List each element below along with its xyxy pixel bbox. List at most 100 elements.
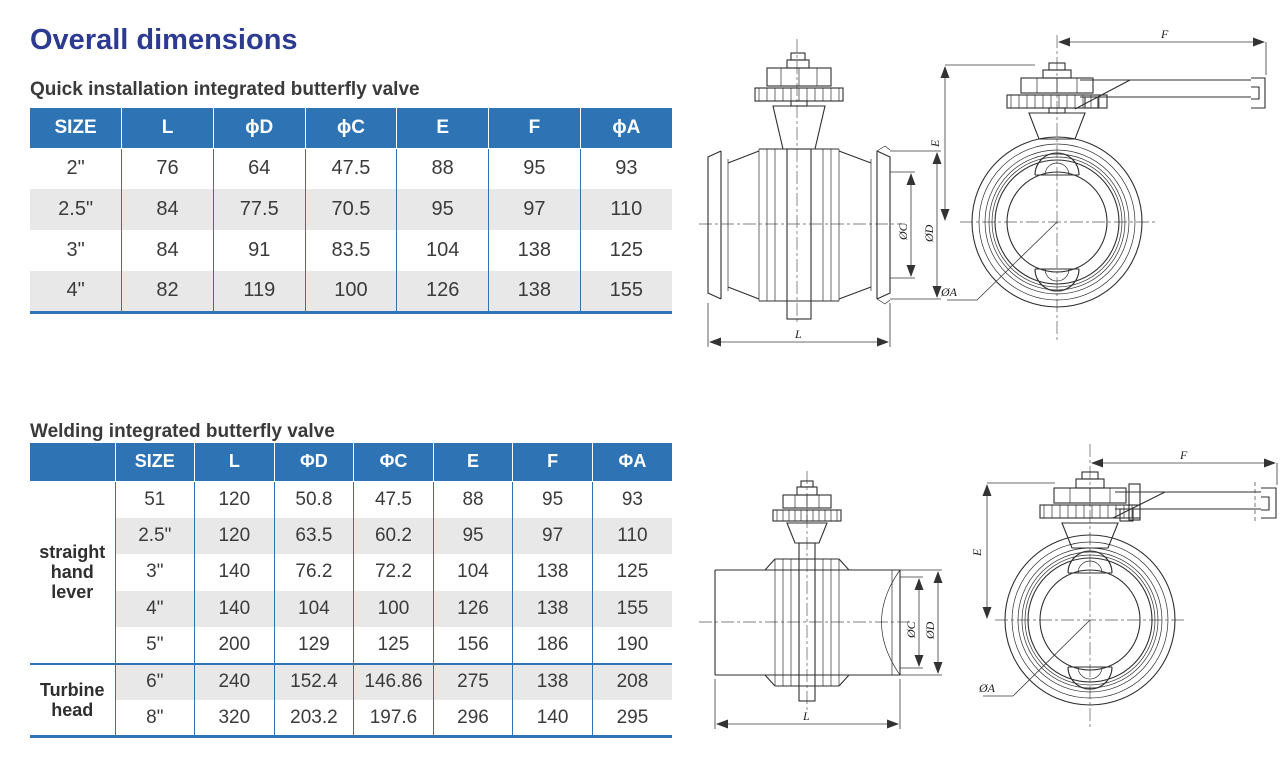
table-cell: 88 (396, 148, 489, 189)
column-header: L (194, 443, 275, 482)
welded-pipe (714, 569, 901, 676)
table-cell: 47.5 (353, 481, 434, 518)
dimension-phiD: ØD (900, 569, 943, 676)
welding-valve-front-view-drawing: F E ØA (970, 444, 1278, 727)
table-cell: 95 (488, 148, 581, 189)
table-cell: 156 (432, 627, 513, 664)
table-cell: 320 (194, 700, 275, 737)
table-cell: 140 (512, 700, 593, 737)
valve-actuator (1006, 62, 1108, 140)
table-cell: 208 (591, 662, 672, 700)
dim-label-L: L (794, 327, 802, 341)
quick-valve-front-view-drawing: F E ØA (928, 27, 1267, 340)
column-header (30, 443, 115, 482)
column-header: ΦA (591, 443, 672, 482)
table-cell: 146.86 (353, 662, 434, 700)
table-cell: 104 (432, 554, 513, 591)
table-cell: 82 (121, 271, 214, 312)
table-cell: 100 (304, 271, 397, 312)
table-cell: 93 (591, 481, 672, 518)
section-heading-welding: Welding integrated butterfly valve (30, 420, 335, 442)
table-cell: 200 (194, 627, 275, 664)
dimension-F: F (1058, 27, 1267, 75)
dimension-L: L (714, 679, 901, 729)
table-cell: 88 (432, 481, 513, 518)
column-header: F (488, 108, 581, 149)
column-header: ΦC (353, 443, 434, 482)
valve-body (764, 542, 850, 702)
table-cell: 76.2 (273, 554, 354, 591)
table-cell: 197.6 (353, 700, 434, 737)
table-cell: 84 (121, 230, 214, 271)
dim-label-phiA: ØA (978, 681, 996, 695)
table-cell: 138 (488, 271, 581, 312)
table-cell: 104 (273, 590, 354, 627)
column-header: E (396, 108, 489, 149)
table-cell: 2.5" (30, 189, 122, 230)
table-cell: 104 (396, 230, 489, 271)
table-cell: 240 (194, 662, 275, 700)
table-cell: 5" (114, 627, 195, 664)
table-cell: 296 (432, 700, 513, 737)
hand-lever (1112, 482, 1277, 522)
table-cell: 126 (396, 271, 489, 312)
table-cell: 50.8 (273, 481, 354, 518)
column-header: ϕD (212, 108, 306, 149)
table-cell: 155 (591, 590, 672, 627)
hand-lever (1074, 77, 1266, 110)
table-cell: 83.5 (304, 230, 397, 271)
table-cell: 6" (114, 662, 195, 700)
table-cell: 63.5 (273, 517, 354, 554)
column-header: SIZE (114, 443, 195, 482)
column-header: E (432, 443, 513, 482)
table-cell: 95 (512, 481, 593, 518)
table-cell: 47.5 (304, 148, 397, 189)
dimension-E: E (928, 64, 1035, 221)
table-cell: 3" (114, 554, 195, 591)
table-cell: 72.2 (353, 554, 434, 591)
table-cell: 275 (432, 662, 513, 700)
dimension-L: L (707, 303, 891, 347)
dim-label-phiD: ØD (923, 621, 937, 640)
table-cell: 93 (579, 148, 672, 189)
dim-label-phiC: ØC (896, 222, 910, 241)
table-cell: 138 (488, 230, 581, 271)
dim-label-F: F (1160, 27, 1169, 41)
column-header: ϕC (304, 108, 397, 149)
dim-label-E: E (928, 139, 942, 148)
dim-label-phiD: ØD (922, 224, 936, 243)
table-cell: 140 (194, 590, 275, 627)
dim-label-F: F (1179, 448, 1188, 462)
row-group-label: straight hand lever (30, 481, 115, 664)
table-cell: 120 (194, 481, 275, 518)
table-cell: 8" (114, 700, 195, 737)
table-cell: 120 (194, 517, 275, 554)
table-cell: 125 (591, 554, 672, 591)
table-cell: 97 (512, 517, 593, 554)
table-cell: 4" (114, 590, 195, 627)
column-header: ΦD (273, 443, 354, 482)
table-cell: 91 (212, 230, 306, 271)
dimension-phiA: ØA (978, 619, 1091, 697)
valve-actuator (754, 52, 844, 150)
dim-label-phiC: ØC (904, 620, 918, 639)
table-cell: 2.5" (114, 517, 195, 554)
row-group-label: Turbine head (30, 662, 115, 737)
table-cell: 95 (432, 517, 513, 554)
table-cell: 110 (579, 189, 672, 230)
table-cell: 129 (273, 627, 354, 664)
table-cell: 140 (194, 554, 275, 591)
table-cell: 77.5 (212, 189, 306, 230)
